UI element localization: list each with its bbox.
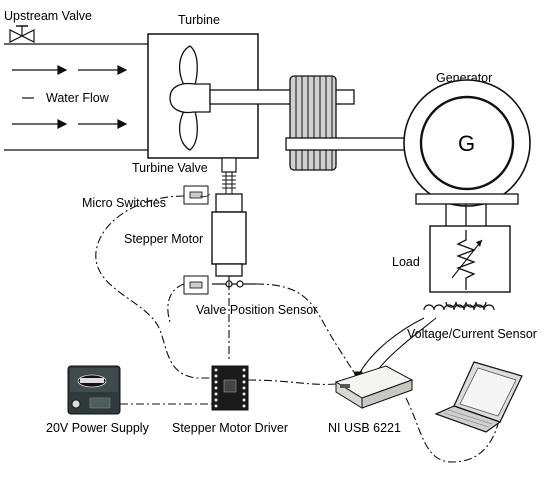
voltage-current-sensor-icon — [423, 301, 495, 311]
generator-icon — [403, 79, 531, 207]
upstream-valve-icon — [9, 25, 35, 43]
generator-symbol: G — [458, 131, 475, 156]
gearbox-icon — [289, 75, 337, 171]
laptop-icon — [434, 361, 523, 433]
stepper-motor-driver-label: Stepper Motor Driver — [172, 421, 288, 435]
ni-usb-label: NI USB 6221 — [328, 421, 401, 435]
power-supply-icon — [67, 365, 121, 415]
generator-load-wires — [445, 204, 487, 226]
valve-position-sensor-icon — [212, 280, 256, 288]
power-supply-label: 20V Power Supply — [46, 421, 150, 435]
ni-usb-daq-icon — [334, 365, 414, 409]
water-flow-arrows — [12, 65, 128, 129]
water-pipe — [4, 43, 148, 151]
micro-switch-top-icon — [183, 185, 211, 205]
stepper-motor-icon — [211, 193, 247, 282]
micro-switch-bottom-icon — [183, 275, 209, 295]
stepper-motor-driver-icon — [211, 365, 249, 411]
upstream-valve-label: Upstream Valve — [4, 9, 92, 23]
voltage-current-sensor-label: Voltage/Current Sensor — [407, 327, 537, 341]
valve-position-sensor-label: Valve Position Sensor — [196, 303, 317, 317]
water-flow-label: Water Flow — [46, 91, 110, 105]
turbine-valve-label: Turbine Valve — [132, 161, 208, 175]
turbine-valve-stem — [221, 157, 237, 195]
turbine-label: Turbine — [178, 13, 220, 27]
load-label: Load — [392, 255, 420, 269]
micro-switches-label: Micro Switches — [82, 196, 166, 210]
load-resistor-icon — [429, 225, 511, 293]
dashdot-wiring — [95, 195, 499, 463]
stepper-motor-label: Stepper Motor — [124, 232, 203, 246]
